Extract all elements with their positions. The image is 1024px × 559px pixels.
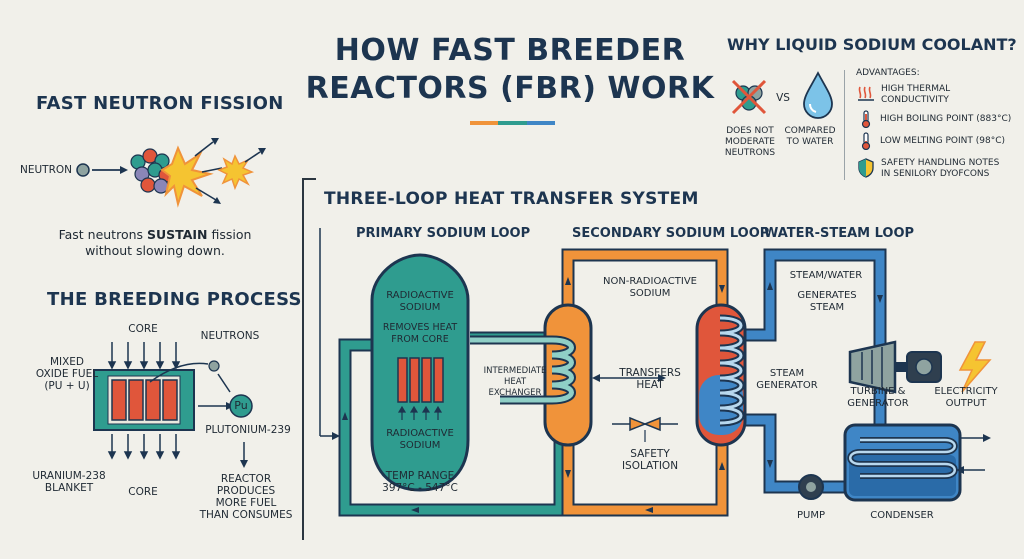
fission-illustration [76,138,266,208]
produces-arrow [240,442,248,468]
breeding-heading: THE BREEDING PROCESS [47,289,302,310]
advantage-item: SAFETY HANDLING NOTES IN SENILORY DYOFCO… [858,158,999,180]
electricity-label: ELECTRICITY OUTPUT [934,386,998,409]
removes-heat-label: REMOVES HEAT FROM CORE [382,322,458,345]
not-moderate-label: DOES NOT MODERATE NEUTRONS [724,126,776,158]
safety-isolation-label: SAFETY ISOLATION [621,448,679,472]
temp-range-label: TEMP RANGE 397°C - 547°C [382,470,458,494]
thermometer-low-icon [861,132,871,150]
section-divider-v [302,178,304,540]
neutrons-label: NEUTRONS [200,330,260,342]
lightning-icon [958,341,992,393]
condenser-label: CONDENSER [870,510,934,521]
mixed-fuel-label: MIXED OXIDE FUEL (Pu + U) [35,356,99,392]
pu-circle [229,394,253,418]
transfers-heat-label: TRANSFERS HEAT [619,367,681,391]
ihx-label: INTERMEDIATE HEAT EXCHANGER [483,366,547,398]
advantages-label: ADVANTAGES: [856,68,920,78]
advantage-text: HIGH BOILING POINT (883°C) [880,113,1012,124]
section-divider-h [302,178,316,180]
advantage-text: HIGH THERMAL CONDUCTIVITY [881,84,951,105]
coolant-divider [844,70,845,180]
core-top-label: CORE [128,323,158,335]
thermometer-high-icon [861,110,871,128]
radioactive-bottom-label: RADIOACTIVE SODIUM [386,428,454,451]
non-radioactive-label: NON-RADIOACTIVE SODIUM [602,276,698,299]
shield-icon [858,158,874,178]
primary-loop-label: PRIMARY SODIUM LOOP [356,226,531,241]
produces-label: REACTOR PRODUCES MORE FUEL THAN CONSUMES [199,473,293,521]
core-bottom-label: CORE [128,486,158,498]
title-line-2: REACTORS (FBR) WORK [305,71,715,106]
advantage-text: LOW MELTING POINT (98°C) [880,135,1005,146]
blanket-label: URANIUM-238 BLANKET [32,470,106,494]
advantage-item: LOW MELTING POINT (98°C) [860,132,1005,150]
nucleus-cluster [130,148,174,194]
water-loop-label: WATER-STEAM LOOP [764,226,915,241]
pu-symbol: Pu [234,399,248,412]
loops-heading: THREE-LOOP HEAT TRANSFER SYSTEM [324,189,699,209]
steam-generator-label: STEAM GENERATOR [756,368,818,391]
turbine-label: TURBINE & GENERATOR [847,386,909,409]
no-moderation-icon [731,79,767,115]
neutron-label: NEUTRON [19,164,72,176]
compared-label: COMPARED TO WATER [784,126,836,147]
advantage-item: HIGH THERMAL CONDUCTIVITY [857,84,950,106]
safety-isolation-valve [629,416,648,432]
vs-label: VS [776,92,790,104]
radioactive-top-label: RADIOACTIVE SODIUM [386,290,454,313]
coolant-heading: WHY LIQUID SODIUM COOLANT? [727,35,1017,54]
water-drop-icon [803,71,833,119]
generates-steam-label: GENERATES STEAM [797,290,857,313]
advantage-text: SAFETY HANDLING NOTES IN SENILORY DYOFCO… [881,158,1000,179]
steam-water-label: STEAM/WATER [789,270,863,281]
reactor-fuel-rods [397,357,444,403]
advantage-item: HIGH BOILING POINT (883°C) [860,110,1011,128]
neutron-dot [76,163,90,177]
neutron-small [208,360,220,372]
plutonium-label: PLUTONIUM-239 [205,424,291,436]
pump-label: PUMP [796,510,825,521]
page-title: HOW FAST BREEDER REACTORS (FBR) WORK [300,32,720,108]
breeding-illustration [93,342,253,460]
title-underline [470,121,555,125]
heat-wave-icon [858,86,874,101]
title-line-1: HOW FAST BREEDER [334,33,686,68]
fission-heading: FAST NEUTRON FISSION [36,93,284,114]
secondary-loop-label: SECONDARY SODIUM LOOP [572,226,770,241]
secondary-burst [217,154,255,191]
fission-caption: Fast neutrons SUSTAIN fission without sl… [58,227,252,258]
